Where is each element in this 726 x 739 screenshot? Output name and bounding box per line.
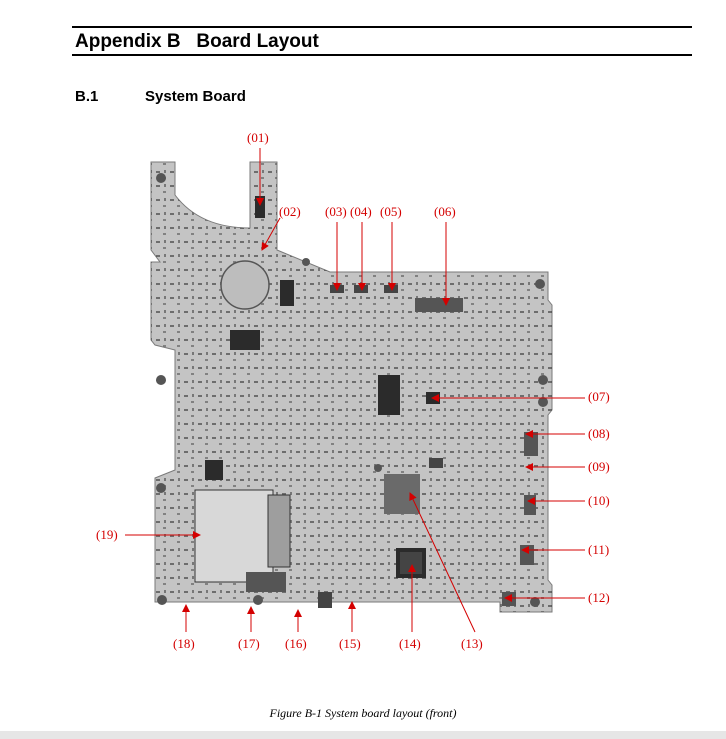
callout-12: (12) <box>588 590 610 605</box>
callout-05: (05) <box>380 204 402 219</box>
callout-01: (01) <box>247 130 269 145</box>
callout-03: (03) <box>325 204 347 219</box>
callout-07: (07) <box>588 389 610 404</box>
callout-08: (08) <box>588 426 610 441</box>
callout-04: (04) <box>350 204 372 219</box>
mounting-holes <box>156 173 548 607</box>
callout-09: (09) <box>588 459 610 474</box>
board-chips <box>194 196 538 608</box>
callout-13: (13) <box>461 636 483 651</box>
page-footer-band <box>0 731 726 739</box>
callout-10: (10) <box>588 493 610 508</box>
callout-labels: (01) (02) (03) (04) (05) (06) (07) (08) … <box>96 130 610 651</box>
callout-17: (17) <box>238 636 260 651</box>
callout-19: (19) <box>96 527 118 542</box>
callout-06: (06) <box>434 204 456 219</box>
section-number: B.1 <box>75 88 99 105</box>
callout-18: (18) <box>173 636 195 651</box>
callout-arrows <box>125 148 585 633</box>
header-bottom-rule <box>72 54 692 56</box>
figure-caption: Figure B-1 System board layout (front) <box>269 706 457 720</box>
callout-16: (16) <box>285 636 307 651</box>
coin-battery <box>220 260 270 310</box>
callout-15: (15) <box>339 636 361 651</box>
header-top-rule <box>72 26 692 28</box>
page-title: Appendix B Board Layout <box>75 31 319 52</box>
callout-14: (14) <box>399 636 421 651</box>
section-title: System Board <box>145 88 246 105</box>
callout-11: (11) <box>588 542 609 557</box>
callout-02: (02) <box>279 204 301 219</box>
